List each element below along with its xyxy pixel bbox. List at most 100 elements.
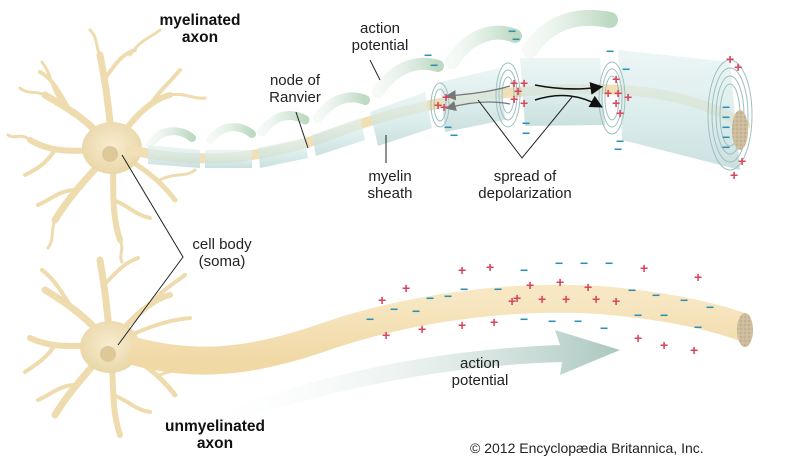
label-line: (soma) <box>198 253 246 270</box>
bottom-nucleus <box>100 346 116 362</box>
label-line: sheath <box>367 185 413 202</box>
myelin-segments <box>148 50 740 170</box>
positive-charge: + <box>614 85 622 101</box>
negative-charge: − <box>555 255 563 271</box>
leader-spread-of-depolarization <box>477 96 573 159</box>
positive-charge: + <box>520 75 528 91</box>
negative-charge: − <box>706 299 714 315</box>
negative-charge: − <box>606 43 614 59</box>
negative-charge: − <box>444 288 452 304</box>
positive-charge: + <box>612 293 620 309</box>
negative-charge: − <box>722 109 730 125</box>
label-line: potential <box>351 37 409 54</box>
positive-charge: + <box>726 51 734 67</box>
negative-charge: − <box>652 287 660 303</box>
bottom-action-potential-arrow <box>200 330 620 430</box>
positive-charge: + <box>604 85 612 101</box>
label-line: Ranvier <box>269 89 321 106</box>
negative-charge: − <box>614 141 622 157</box>
leader-node-of-ranvier <box>295 111 309 149</box>
label-line: cell body <box>192 236 252 253</box>
leader-cell-body <box>117 154 184 346</box>
negative-charge: − <box>548 313 556 329</box>
positive-charge: + <box>690 342 698 358</box>
label-line: depolarization <box>478 185 572 202</box>
negative-charge: − <box>444 119 452 135</box>
positive-charge: + <box>612 95 620 111</box>
negative-charge: − <box>522 115 530 131</box>
label-line: potential <box>451 372 509 389</box>
label-action-potential-top: action potential <box>335 20 425 54</box>
positive-charge: + <box>694 269 702 285</box>
label-line: myelinated <box>159 12 241 29</box>
positive-charge: + <box>634 330 642 346</box>
bottom-neuron: + + + + + + + + + + + + + + + + + + + + <box>23 255 753 438</box>
negative-charge: − <box>628 282 636 298</box>
positive-charge: + <box>508 293 516 309</box>
bottom-charges: + + + + + + + + + + + + + + + + + + + + <box>366 255 714 358</box>
top-neuron: + + + + + + + + + + + + + + + + + + − − <box>6 9 753 264</box>
leader-action-potential <box>369 59 381 81</box>
label-line: myelin <box>368 168 412 185</box>
negative-charge: − <box>722 139 730 155</box>
negative-charge: − <box>430 57 438 73</box>
positive-charge: + <box>442 89 450 105</box>
positive-charge: + <box>616 105 624 121</box>
negative-charge: − <box>680 292 688 308</box>
negative-charge: − <box>366 311 374 327</box>
negative-charge: − <box>605 255 613 271</box>
label-line: spread of <box>493 168 557 185</box>
positive-charge: + <box>514 83 522 99</box>
positive-charge: + <box>510 91 518 107</box>
negative-charge: − <box>522 125 530 141</box>
positive-charge: + <box>513 290 521 306</box>
positive-charge: + <box>418 321 426 337</box>
positive-charge: + <box>562 291 570 307</box>
negative-charge: − <box>390 301 398 317</box>
negative-charge: − <box>520 262 528 278</box>
label-line: node of <box>269 72 321 89</box>
positive-charge: + <box>440 99 448 115</box>
positive-charge: + <box>556 274 564 290</box>
positive-charge: + <box>520 95 528 111</box>
negative-charge: − <box>520 311 528 327</box>
negative-charge: − <box>450 127 458 143</box>
positive-charge: + <box>734 59 742 75</box>
label-line: unmyelinated <box>165 418 265 435</box>
positive-charge: + <box>486 259 494 275</box>
positive-charge: + <box>738 153 746 169</box>
positive-charge: + <box>510 75 518 91</box>
label-action-potential-bottom: action potential <box>435 355 525 389</box>
negative-charge: − <box>426 290 434 306</box>
negative-charge: − <box>600 320 608 336</box>
positive-charge: + <box>624 89 632 105</box>
negative-charge: − <box>634 307 642 323</box>
label-spread-of-depolarization: spread of depolarization <box>470 168 580 202</box>
positive-charge: + <box>612 71 620 87</box>
positive-charge: + <box>660 337 668 353</box>
positive-charge: + <box>526 277 534 293</box>
negative-charge: − <box>512 31 520 47</box>
label-myelin-sheath: myelin sheath <box>355 168 425 202</box>
label-node-of-ranvier: node of Ranvier <box>255 72 335 106</box>
top-axon-cut-end <box>732 110 748 150</box>
copyright-notice: © 2012 Encyclopædia Britannica, Inc. <box>470 440 704 456</box>
positive-charge: + <box>592 291 600 307</box>
negative-charge: − <box>424 47 432 63</box>
negative-charge: − <box>580 255 588 271</box>
saltatory-arrows <box>146 9 618 149</box>
negative-charge: − <box>622 61 630 77</box>
positive-charge: + <box>434 97 442 113</box>
bottom-axon-cut-end <box>737 313 753 347</box>
negative-charge: − <box>574 313 582 329</box>
bottom-axon <box>126 284 750 375</box>
positive-charge: + <box>584 279 592 295</box>
negative-charge: − <box>412 303 420 319</box>
depolarization-arrows <box>445 82 604 111</box>
positive-charge: + <box>458 317 466 333</box>
negative-charge: − <box>508 23 516 39</box>
top-charges: + + + + + + + + + + + + + + + + + + − − <box>424 23 746 183</box>
positive-charge: + <box>538 291 546 307</box>
